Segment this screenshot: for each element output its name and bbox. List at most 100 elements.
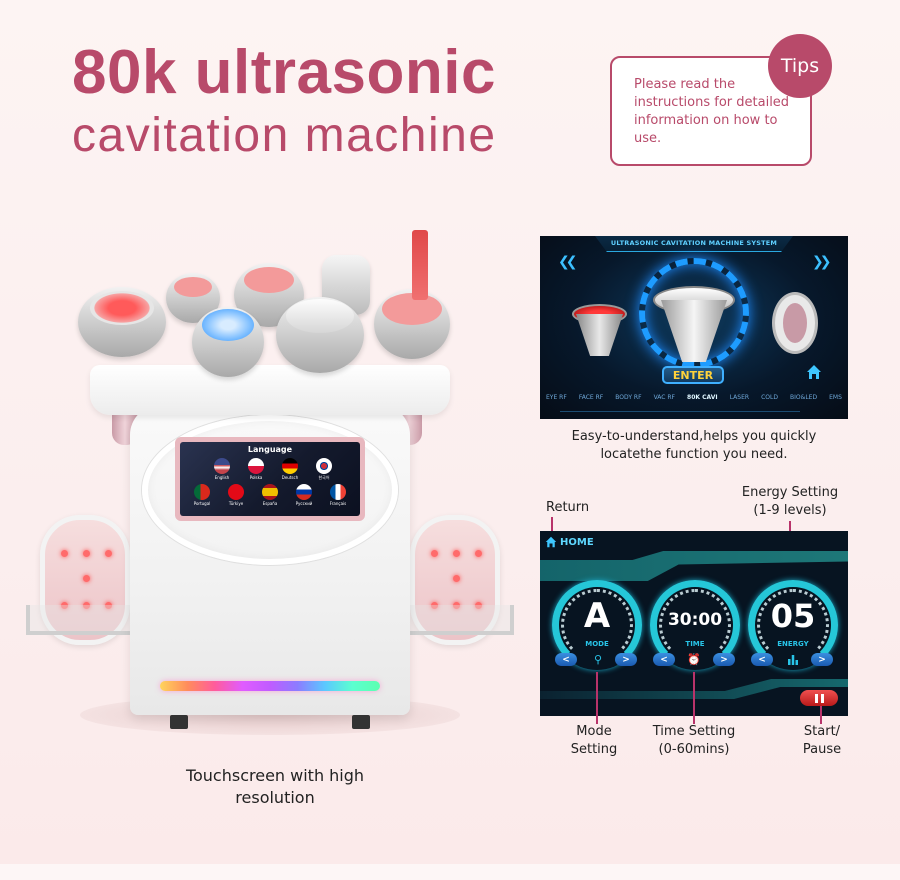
lang-deutsch: Deutsch	[281, 475, 299, 480]
flag-english-icon	[214, 458, 230, 474]
decorative-wave-top	[540, 551, 848, 581]
lang-turkiye: Türkiye	[228, 501, 244, 506]
time-next-button[interactable]: >	[713, 653, 735, 666]
time-prev-button[interactable]: <	[653, 653, 675, 666]
time-label: TIME	[685, 640, 705, 648]
mode-gauge: A MODE	[552, 580, 642, 670]
annotation-return: Return	[546, 500, 590, 515]
lang-korean: 한국어	[318, 475, 330, 480]
annotation-line-mode	[596, 672, 598, 724]
func-face-rf[interactable]: FACE RF	[578, 394, 604, 401]
chevron-left-double-icon[interactable]: ❮❮	[558, 254, 578, 270]
probe-vac-rf	[374, 289, 450, 359]
home-return-button[interactable]: HOME	[545, 536, 594, 548]
divider	[560, 411, 800, 412]
system-title: ULTRASONIC CAVITATION MACHINE SYSTEM	[610, 239, 778, 247]
energy-value: 05	[770, 597, 816, 635]
time-gauge: 30:00 TIME	[650, 580, 740, 670]
flag-francais-icon	[330, 484, 346, 500]
selection-glow-ring	[639, 258, 749, 368]
energy-prev-button[interactable]: <	[751, 653, 773, 666]
probe-bio-led	[192, 307, 264, 377]
language-title: Language	[247, 445, 293, 454]
lipo-pad-right	[410, 515, 500, 645]
chevron-right-double-icon[interactable]: ❯❯	[812, 254, 832, 270]
rainbow-led-strip	[160, 681, 380, 691]
func-laser[interactable]: LASER	[729, 394, 750, 401]
annotation-start-l1: Start/	[803, 724, 841, 739]
system-menu-screen: ULTRASONIC CAVITATION MACHINE SYSTEM ❮❮ …	[540, 236, 848, 419]
flag-espana-icon	[262, 484, 278, 500]
flag-korean-icon	[316, 458, 332, 474]
lang-russian: Русский	[295, 501, 313, 506]
function-list: EYE RF FACE RF BODY RF VAC RF 80K CAVI L…	[546, 394, 842, 401]
lang-espana: España	[262, 501, 278, 506]
annotation-start-l2: Pause	[802, 742, 842, 757]
annotation-mode: Mode Setting	[556, 723, 632, 759]
annotation-time: Time Setting (0-60mins)	[640, 723, 748, 759]
machine-touchscreen: Language English Polska Deutsch 한국어 Port…	[175, 437, 365, 521]
func-body-rf[interactable]: BODY RF	[615, 394, 642, 401]
mode-value: A	[583, 596, 611, 636]
time-value: 30:00	[667, 610, 723, 630]
annotation-start-pause: Start/ Pause	[792, 723, 852, 759]
probe-80k-cavitation	[276, 297, 364, 373]
alarm-clock-icon: ⏰	[687, 653, 701, 666]
annotation-line-time	[693, 672, 695, 724]
probe-eye-rf	[78, 287, 166, 357]
func-vac-rf[interactable]: VAC RF	[653, 394, 675, 401]
start-pause-button[interactable]	[800, 690, 838, 706]
mode-next-button[interactable]: >	[615, 653, 637, 666]
annotation-energy-range: (1-9 levels)	[753, 503, 827, 518]
annotation-energy: Energy Setting (1-9 levels)	[734, 484, 846, 520]
mode-prev-button[interactable]: <	[555, 653, 577, 666]
lang-polska: Polska	[249, 475, 263, 480]
probe-tray	[90, 365, 450, 415]
cavitation-probe-option[interactable]	[653, 286, 735, 366]
page-title: 80k ultrasonic cavitation machine	[72, 42, 497, 160]
annotation-energy-label: Energy Setting	[741, 485, 839, 500]
led-pad-option[interactable]	[772, 292, 818, 354]
flag-russian-icon	[296, 484, 312, 500]
annotation-line-start	[820, 706, 822, 724]
func-bio-led[interactable]: BIO&LED	[790, 394, 818, 401]
enter-button[interactable]: ENTER	[662, 366, 724, 384]
probe-cable-connector	[412, 230, 428, 300]
annotation-mode-l2: Setting	[570, 742, 618, 757]
lang-portugal: Portugal	[193, 501, 211, 506]
machine-foot-left	[170, 715, 188, 729]
annotation-time-l1: Time Setting	[652, 724, 736, 739]
func-eye-rf[interactable]: EYE RF	[546, 394, 567, 401]
machine-foot-right	[352, 715, 370, 729]
annotation-time-l2: (0-60mins)	[658, 742, 730, 757]
machine-illustration: Language English Polska Deutsch 한국어 Port…	[20, 225, 520, 745]
title-line-2: cavitation machine	[72, 109, 497, 162]
func-cold[interactable]: COLD	[761, 394, 778, 401]
flag-turkiye-icon	[228, 484, 244, 500]
tips-text: Please read the instructions for detaile…	[634, 77, 790, 146]
bar-chart-icon	[786, 653, 800, 667]
pause-icon	[814, 693, 818, 703]
tips-badge: Tips	[768, 34, 832, 98]
side-tray-right	[404, 605, 514, 635]
machine-caption: Touchscreen with high resolution	[185, 766, 365, 807]
energy-gauge: 05 ENERGY	[748, 580, 838, 670]
flag-portugal-icon	[194, 484, 210, 500]
title-line-1: 80k ultrasonic	[72, 38, 496, 107]
lang-francais: Français	[329, 501, 347, 506]
home-label: HOME	[560, 536, 594, 548]
energy-next-button[interactable]: >	[811, 653, 833, 666]
home-icon[interactable]	[806, 364, 822, 380]
annotation-mode-l1: Mode	[576, 724, 612, 739]
bottom-strip	[0, 864, 900, 880]
mode-icon: ⚲	[593, 653, 603, 666]
eye-rf-probe-option[interactable]	[572, 304, 627, 356]
annotation-line-return	[551, 517, 553, 539]
func-ems[interactable]: EMS	[829, 394, 842, 401]
screen-ring	[142, 415, 398, 565]
system-title-bar	[595, 236, 793, 252]
flag-polska-icon	[248, 458, 264, 474]
lipo-pad-left	[40, 515, 130, 645]
lang-english: English	[214, 475, 230, 480]
func-80k-cavi[interactable]: 80K CAVI	[687, 394, 718, 401]
